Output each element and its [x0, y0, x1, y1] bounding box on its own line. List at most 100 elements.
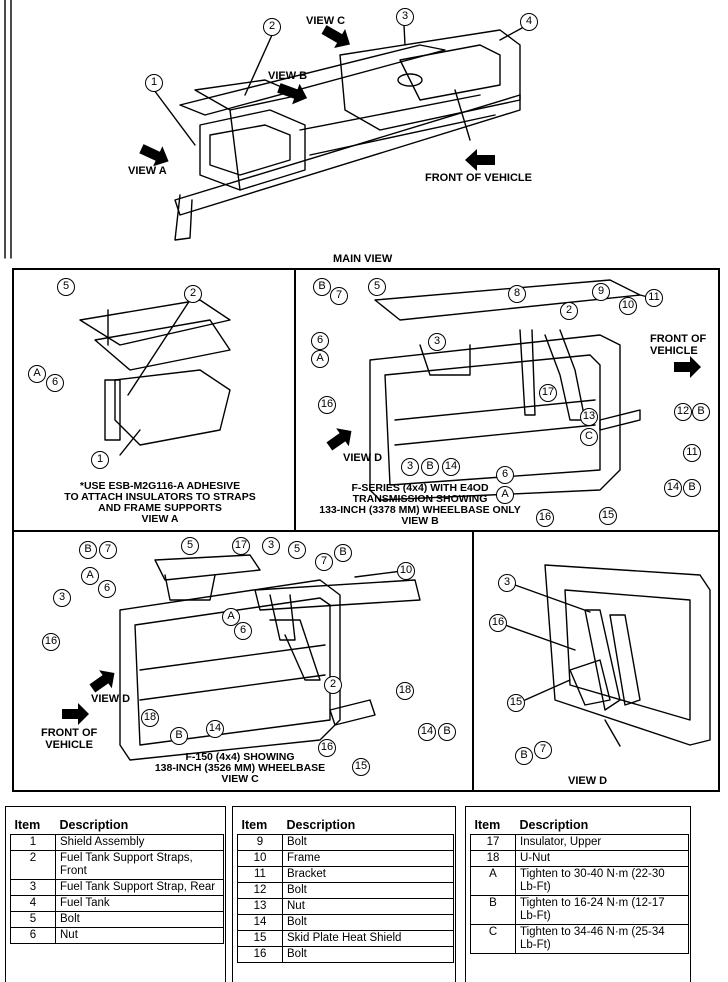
callout-b-2: 2 — [560, 302, 578, 320]
view-a-note-line3: AND FRAME SUPPORTS — [98, 502, 222, 514]
callout-c-16b: 16 — [318, 739, 336, 757]
table3-header-description: Description — [515, 806, 689, 835]
view-c-caption: F-150 (4x4) SHOWING 138-INCH (3526 MM) W… — [135, 752, 345, 785]
table-cell-item: 13 — [237, 898, 283, 915]
table-cell-item: 15 — [237, 930, 283, 947]
table-cell-item: A — [470, 866, 516, 896]
callout-c-5a: 5 — [181, 537, 199, 555]
callout-d-16: 16 — [489, 614, 507, 632]
view-a-note: *USE ESB-M2G116-A ADHESIVE TO ATTACH INS… — [40, 481, 280, 525]
main-view-c-label: VIEW C — [306, 15, 346, 27]
callout-b-12: 12 — [674, 403, 692, 421]
table-cell-item: 11 — [237, 866, 283, 883]
view-b-caption-line1: F-SERIES (4x4) WITH E4OD — [351, 482, 489, 494]
table-cell-item: 4 — [10, 895, 56, 912]
view-a-note-line1: *USE ESB-M2G116-A ADHESIVE — [79, 480, 241, 492]
panel-view-d — [472, 530, 720, 792]
view-b-view-d-label: VIEW D — [343, 452, 383, 464]
callout-c-B4: B — [438, 723, 456, 741]
view-c-view-d-label: VIEW D — [91, 693, 131, 705]
table-cell-item: 18 — [470, 850, 516, 867]
callout-a-2: 2 — [184, 285, 202, 303]
view-a-label: VIEW A — [141, 513, 179, 525]
callout-b-B2: B — [692, 403, 710, 421]
callout-c-5b: 5 — [288, 541, 306, 559]
callout-c-14b: 14 — [418, 723, 436, 741]
view-d-label: VIEW D — [568, 775, 608, 787]
table-cell-item: 2 — [10, 850, 56, 880]
table-cell-description: Bolt — [55, 911, 224, 928]
table-cell-item: 14 — [237, 914, 283, 931]
view-c-caption-line1: F-150 (4x4) SHOWING — [185, 751, 295, 763]
table-cell-description: Fuel Tank Support Strap, Rear — [55, 879, 224, 896]
table-cell-item: 10 — [237, 850, 283, 867]
callout-c-7a: 7 — [99, 541, 117, 559]
callout-c-16a: 16 — [42, 633, 60, 651]
callout-c-18a: 18 — [396, 682, 414, 700]
table2-header-description: Description — [282, 806, 454, 835]
main-front-of-vehicle-label: FRONT OF VEHICLE — [425, 172, 532, 184]
table-cell-item: 16 — [237, 946, 283, 963]
callout-b-14a: 14 — [442, 458, 460, 476]
callout-b-16a: 16 — [318, 396, 336, 414]
table-cell-description: Fuel Tank Support Straps, Front — [55, 850, 224, 880]
table-cell-description: Insulator, Upper — [515, 834, 689, 851]
callout-b-14b: 14 — [664, 479, 682, 497]
callout-main-3: 3 — [396, 8, 414, 26]
table-cell-description: Bolt — [282, 946, 454, 963]
table-cell-description: Bolt — [282, 834, 454, 851]
callout-c-Ab: A — [222, 608, 240, 626]
callout-c-15: 15 — [352, 758, 370, 776]
view-c-label: VIEW C — [221, 773, 259, 785]
callout-a-5: 5 — [57, 278, 75, 296]
view-b-front-line1: FRONT OF — [650, 333, 707, 345]
view-b-front-of-vehicle: FRONT OF VEHICLE — [650, 333, 706, 357]
table-cell-item: 17 — [470, 834, 516, 851]
table-cell-description: Shield Assembly — [55, 834, 224, 851]
callout-c-6b: 6 — [234, 622, 252, 640]
callout-a-1: 1 — [91, 451, 109, 469]
table-cell-description: Bracket — [282, 866, 454, 883]
main-view-title: MAIN VIEW — [333, 253, 393, 265]
callout-c-2: 2 — [324, 676, 342, 694]
callout-b-11a: 11 — [645, 289, 663, 307]
callout-c-B3: B — [170, 727, 188, 745]
table-cell-description: Tighten to 16-24 N·m (12-17 Lb-Ft) — [515, 895, 689, 925]
table1-header-description: Description — [55, 806, 224, 835]
view-a-note-line2: TO ATTACH INSULATORS TO STRAPS — [64, 491, 256, 503]
callout-d-B: B — [515, 747, 533, 765]
callout-main-1: 1 — [145, 74, 163, 92]
callout-c-B2: B — [334, 544, 352, 562]
callout-c-B1: B — [79, 541, 97, 559]
table-cell-description: Frame — [282, 850, 454, 867]
table-cell-item: 3 — [10, 879, 56, 896]
view-c-front-of-vehicle: FRONT OF VEHICLE — [41, 727, 97, 751]
table-cell-item: C — [470, 924, 516, 954]
callout-b-B1: B — [313, 278, 331, 296]
callout-b-C: C — [580, 428, 598, 446]
callout-b-3b: 3 — [401, 458, 419, 476]
table-cell-description: Nut — [282, 898, 454, 915]
table-cell-description: Fuel Tank — [55, 895, 224, 912]
callout-c-Aa: A — [81, 567, 99, 585]
callout-c-18b: 18 — [141, 709, 159, 727]
table-cell-description: Skid Plate Heat Shield — [282, 930, 454, 947]
callout-a-A: A — [28, 365, 46, 383]
callout-b-16b: 16 — [536, 509, 554, 527]
callout-c-3a: 3 — [262, 537, 280, 555]
callout-c-7b: 7 — [315, 553, 333, 571]
callout-b-10: 10 — [619, 297, 637, 315]
